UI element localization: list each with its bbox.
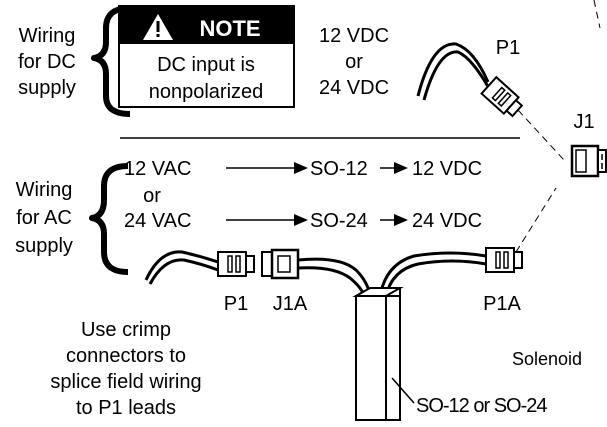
connector-p1-ac <box>217 251 255 277</box>
connector-p1a <box>485 247 523 273</box>
dc-voltage-line-1: 12 VDC <box>319 25 389 47</box>
ac-row2-arrowhead-1 <box>294 214 308 226</box>
ac-row2-output: 24 VDC <box>412 210 482 232</box>
connector-p1-dc <box>480 75 524 118</box>
upper-dashed-path <box>593 0 601 29</box>
connector-j1-label: J1 <box>573 111 594 133</box>
j1a-to-solenoid-wires <box>297 257 372 297</box>
ac-row2-device: SO-24 <box>310 210 368 232</box>
connector-j1a <box>261 248 300 280</box>
solenoid-to-p1a-wires <box>378 251 487 297</box>
dc-label-line-1: Wiring <box>19 25 76 47</box>
note-title: NOTE <box>199 16 260 41</box>
ac-row2-input: 24 VAC <box>124 210 191 232</box>
crimp-note-line-1: Use crimp <box>81 319 171 341</box>
dc-voltage-line-2: or <box>345 51 363 73</box>
ac-row1-output: 12 VDC <box>412 158 482 180</box>
dc-wire-leads <box>416 42 492 101</box>
ac-row1-input: 12 VAC <box>124 158 191 180</box>
warning-icon <box>143 14 173 40</box>
connector-p1-ac-label: P1 <box>224 293 248 315</box>
note-box: NOTE DC input is nonpolarized <box>118 5 295 108</box>
dc-voltage-line-3: 24 VDC <box>319 77 389 99</box>
ac-row1-arrowhead-2 <box>394 162 408 174</box>
connector-p1-dc-label: P1 <box>496 37 520 59</box>
solenoid-label: Solenoid <box>512 349 582 369</box>
ac-brace <box>89 163 129 275</box>
note-body-line-2: nonpolarized <box>149 81 264 103</box>
solenoid-part-label: SO-12 or SO-24 <box>416 395 547 417</box>
crimp-note-line-4: to P1 leads <box>76 397 176 419</box>
crimp-note-line-3: splice field wiring <box>50 371 201 393</box>
solenoid-leader-line <box>391 377 415 404</box>
ac-label-line-2: for AC <box>16 207 72 229</box>
dc-label-line-2: for DC <box>18 51 76 73</box>
ac-label-line-1: Wiring <box>16 179 73 201</box>
connector-j1 <box>570 144 607 178</box>
ac-dashed-path <box>515 187 557 253</box>
connector-j1a-label: J1A <box>273 293 308 315</box>
note-body-line-1: DC input is <box>157 54 255 76</box>
crimp-note-line-2: connectors to <box>66 345 186 367</box>
ac-row2-arrowhead-2 <box>394 214 408 226</box>
dc-dashed-path <box>517 109 565 161</box>
ac-label-line-3: supply <box>15 235 73 257</box>
connector-p1a-label: P1A <box>483 293 521 315</box>
ac-field-wires <box>144 250 219 285</box>
ac-row1-arrowhead-1 <box>294 162 308 174</box>
solenoid-body <box>352 287 404 421</box>
ac-or-text: or <box>143 185 161 207</box>
dc-brace <box>91 5 131 117</box>
dc-label-line-3: supply <box>18 77 76 99</box>
ac-row1-device: SO-12 <box>310 158 368 180</box>
